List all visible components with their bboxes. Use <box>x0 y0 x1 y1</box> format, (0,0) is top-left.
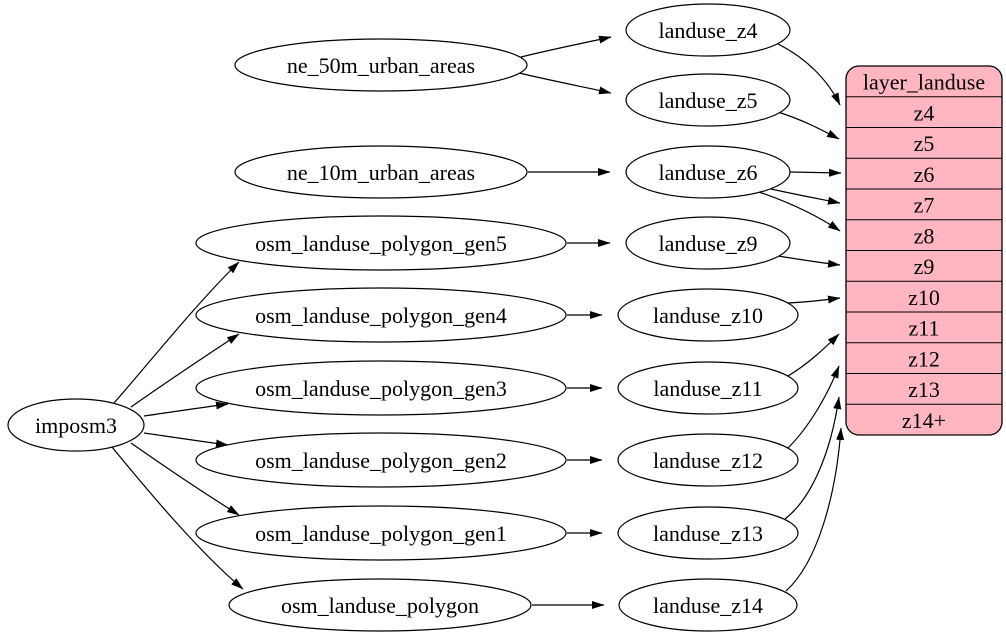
edge-imposm3-to-osm_landuse_polygon_gen5 <box>113 261 240 404</box>
landuse_z13-ellipse <box>617 506 799 560</box>
node-landuse_z14: landuse_z14 <box>618 578 798 632</box>
node-landuse_z6: landuse_z6 <box>625 145 791 199</box>
table-row-z13: z13 <box>908 377 940 402</box>
landuse_z5-label: landuse_z5 <box>659 88 758 113</box>
osm_landuse_polygon_gen5-label: osm_landuse_polygon_gen5 <box>255 231 507 256</box>
landuse_z10-label: landuse_z10 <box>653 303 763 328</box>
node-landuse_z4: landuse_z4 <box>625 3 791 57</box>
node-landuse_z11: landuse_z11 <box>617 361 799 415</box>
osm_landuse_polygon_gen1-label: osm_landuse_polygon_gen1 <box>255 521 507 546</box>
landuse_z10-ellipse <box>617 288 799 342</box>
node-osm_landuse_polygon_gen2: osm_landuse_polygon_gen2 <box>195 432 567 488</box>
table-row-z7: z7 <box>914 193 935 218</box>
landuse_z11-ellipse <box>617 361 799 415</box>
node-osm_landuse_polygon_gen4: osm_landuse_polygon_gen4 <box>195 287 567 343</box>
osm_landuse_polygon-label: osm_landuse_polygon <box>281 593 479 618</box>
imposm3-label: imposm3 <box>35 413 117 438</box>
table-row-z11: z11 <box>909 316 940 341</box>
edge-landuse_z6-to-row-z8 <box>758 191 841 232</box>
landuse_z6-ellipse <box>625 145 791 199</box>
edge-landuse_z14-to-row-z14plus <box>785 427 845 592</box>
osm_landuse_polygon_gen4-label: osm_landuse_polygon_gen4 <box>255 303 507 328</box>
edge-imposm3-to-osm_landuse_polygon_gen1 <box>130 442 240 516</box>
table-row-z10: z10 <box>908 285 940 310</box>
node-ne_50m_urban_areas: ne_50m_urban_areas <box>234 38 528 92</box>
table-row-z9: z9 <box>914 254 935 279</box>
landuse_z9-label: landuse_z9 <box>659 231 758 256</box>
edge-landuse_z9-to-row-z9 <box>777 255 841 268</box>
node-ne_10m_urban_areas: ne_10m_urban_areas <box>234 145 528 199</box>
osm_landuse_polygon_gen2-ellipse <box>195 432 567 488</box>
osm_landuse_polygon-ellipse <box>228 578 532 632</box>
osm_landuse_polygon_gen5-ellipse <box>195 215 567 271</box>
layer_landuse-title: layer_landuse <box>863 70 985 95</box>
edges-layer <box>111 35 845 609</box>
node-osm_landuse_polygon_gen5: osm_landuse_polygon_gen5 <box>195 215 567 271</box>
edge-landuse_z13-to-row-z13 <box>784 396 842 520</box>
osm_landuse_polygon_gen3-ellipse <box>195 360 567 416</box>
edge-imposm3-to-osm_landuse_polygon_gen2 <box>143 432 229 448</box>
landuse_z14-ellipse <box>618 578 798 632</box>
landuse_z4-ellipse <box>625 3 791 57</box>
ne_50m_urban_areas-ellipse <box>234 38 528 92</box>
ne_10m_urban_areas-label: ne_10m_urban_areas <box>287 160 475 185</box>
landuse_z4-label: landuse_z4 <box>659 18 758 43</box>
edge-landuse_z6-to-row-z6 <box>789 168 842 177</box>
table-row-z8: z8 <box>914 223 935 248</box>
edge-landuse_z10-to-row-z10 <box>787 295 841 304</box>
edge-landuse_z11-to-row-z11 <box>787 333 840 377</box>
osm_landuse_polygon_gen4-ellipse <box>195 287 567 343</box>
table-row-z6: z6 <box>914 162 935 187</box>
edge-imposm3-to-osm_landuse_polygon_gen3 <box>143 401 229 417</box>
table-row-z4: z4 <box>914 100 935 125</box>
edge-landuse_z12-to-row-z12 <box>787 365 840 449</box>
edge-landuse_z5-to-row-z5 <box>777 111 840 140</box>
node-osm_landuse_polygon_gen3: osm_landuse_polygon_gen3 <box>195 360 567 416</box>
edge-imposm3-to-osm_landuse_polygon_gen4 <box>130 333 240 408</box>
table-row-z14plus: z14+ <box>902 408 946 433</box>
landuse_z12-ellipse <box>617 433 799 487</box>
node-landuse_z5: landuse_z5 <box>625 73 791 127</box>
landuse_z12-label: landuse_z12 <box>653 448 763 473</box>
edge-landuse_z4-to-row-z4 <box>777 43 841 106</box>
table-row-z5: z5 <box>914 131 935 156</box>
node-landuse_z9: landuse_z9 <box>625 216 791 270</box>
landuse_z5-ellipse <box>625 73 791 127</box>
node-landuse_z13: landuse_z13 <box>617 506 799 560</box>
node-landuse_z12: landuse_z12 <box>617 433 799 487</box>
osm_landuse_polygon_gen1-ellipse <box>195 505 567 561</box>
edge-imposm3-to-osm_landuse_polygon <box>111 446 244 590</box>
edge-ne_50m_urban_areas-to-landuse_z4 <box>520 35 612 58</box>
node-imposm3: imposm3 <box>7 398 145 452</box>
edge-ne_50m_urban_areas-to-landuse_z5 <box>518 72 612 95</box>
ne_10m_urban_areas-ellipse <box>234 145 528 199</box>
ne_50m_urban_areas-label: ne_50m_urban_areas <box>287 53 475 78</box>
table-row-z12: z12 <box>908 346 940 371</box>
osm_landuse_polygon_gen2-label: osm_landuse_polygon_gen2 <box>255 448 507 473</box>
node-layer_landuse-table: layer_landuse z4 z5 z6 z7 z8 z9 z10 z11 … <box>845 65 1003 436</box>
landuse_z9-ellipse <box>625 216 791 270</box>
node-landuse_z10: landuse_z10 <box>617 288 799 342</box>
node-osm_landuse_polygon_gen1: osm_landuse_polygon_gen1 <box>195 505 567 561</box>
landuse_z14-label: landuse_z14 <box>653 593 763 618</box>
landuse_z6-label: landuse_z6 <box>659 160 758 185</box>
landuse_z13-label: landuse_z13 <box>653 521 763 546</box>
osm_landuse_polygon_gen3-label: osm_landuse_polygon_gen3 <box>255 376 507 401</box>
landuse_z11-label: landuse_z11 <box>653 376 762 401</box>
node-osm_landuse_polygon: osm_landuse_polygon <box>228 578 532 632</box>
imposm3-ellipse <box>7 398 145 452</box>
edge-landuse_z6-to-row-z7 <box>770 188 841 205</box>
